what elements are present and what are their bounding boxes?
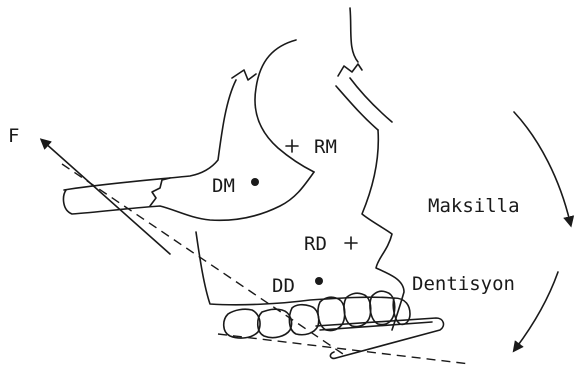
label-maxilla: Maksilla <box>428 195 520 217</box>
suture-zigzag <box>150 178 170 206</box>
rotation-arrow-upper <box>514 112 570 222</box>
dd-center-dot <box>315 277 323 285</box>
force-line-dashed <box>62 164 346 356</box>
zygomatic-arch-lower <box>64 172 314 220</box>
dm-center-dot <box>251 178 259 186</box>
label-dm: DM <box>212 175 235 197</box>
rm-plus-marker <box>286 140 298 152</box>
label-rm: RM <box>314 136 337 158</box>
zygomatic-process-outline <box>64 70 256 190</box>
label-force: F <box>8 125 19 147</box>
rotation-arrow-lower <box>516 272 558 348</box>
label-dd: DD <box>272 275 295 297</box>
rd-plus-marker <box>345 237 357 249</box>
label-rd: RD <box>304 233 327 255</box>
label-dentition: Dentisyon <box>412 273 515 295</box>
occlusal-dashed-line <box>218 334 470 364</box>
orbit-outline <box>255 40 314 172</box>
nasal-bone-fracture <box>338 64 362 76</box>
nasal-bone-lower <box>336 78 392 130</box>
nasal-bone-outline <box>350 8 358 62</box>
